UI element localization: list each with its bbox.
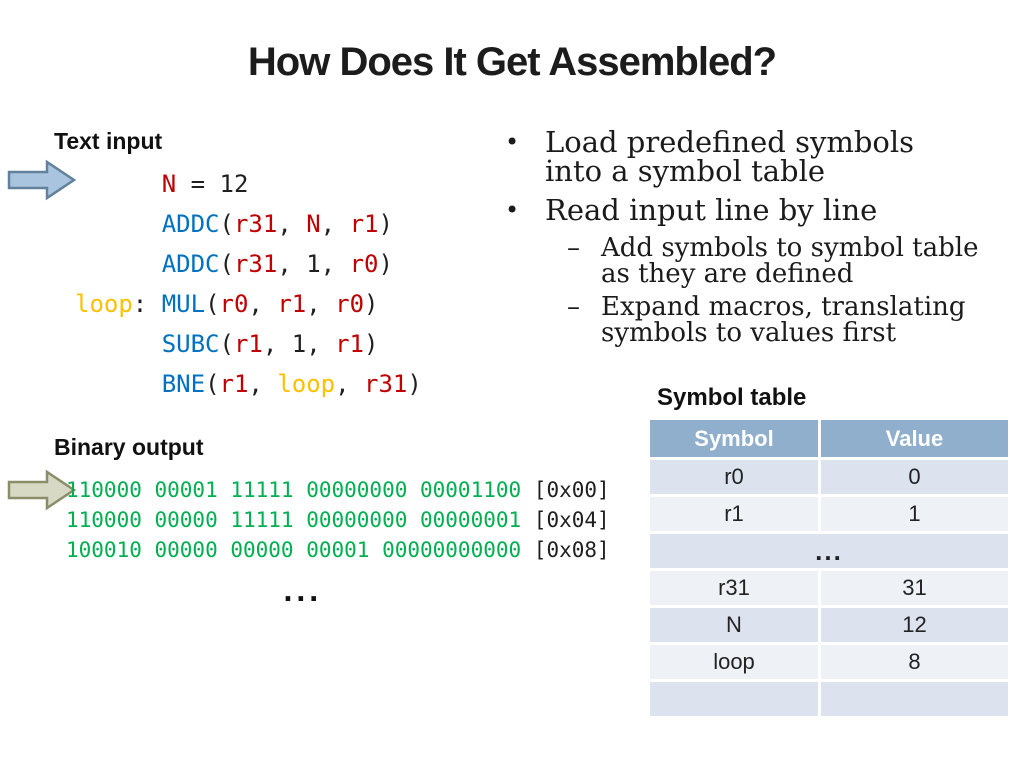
dash-marker: – [567,233,580,263]
table-row: loop 8 [650,645,1008,679]
bullet-text-line: Load predefined symbols [545,125,915,159]
text-input-label: Text input [54,128,163,154]
value-cell: 1 [821,497,1008,531]
bullet-list: • Load predefined symbols into a symbol … [505,128,1005,353]
value-cell: 0 [821,460,1008,494]
table-row-empty [650,682,1008,716]
symbol-cell: r31 [650,571,818,605]
sub-bullet-item: – Expand macros, translating symbols to … [567,294,1005,346]
binary-output-label: Binary output [54,434,204,460]
bullet-item: • Load predefined symbols into a symbol … [505,128,1005,186]
dash-marker: – [567,292,580,322]
right-arrow-icon [7,159,77,201]
column-header-symbol: Symbol [650,420,818,457]
binary-line: 110000 00001 11111 00000000 00001100 [0x… [66,478,610,502]
value-cell: 12 [821,608,1008,642]
bullet-text-line: into a symbol table [545,154,826,188]
bullet-text-line: Read input line by line [545,193,878,227]
bullet-marker: • [505,128,520,156]
table-row-ellipsis: ... [650,534,1008,568]
table-row: r1 1 [650,497,1008,531]
value-cell: 31 [821,571,1008,605]
table-row: N 12 [650,608,1008,642]
bullet-text-line: as they are defined [601,259,854,289]
bullet-text: Read input line by line [545,196,1005,225]
bullet-text-line: Expand macros, translating [601,292,966,322]
value-cell [821,682,1008,716]
binary-output-block: 110000 00001 11111 00000000 00001100 [0x… [66,475,610,565]
sub-bullet-text: Expand macros, translating symbols to va… [601,294,1005,346]
symbol-cell: r0 [650,460,818,494]
bullet-text: Load predefined symbols into a symbol ta… [545,128,1005,186]
code-line: ADDC(r31, 1, r0) [161,250,393,278]
symbol-table: Symbol Value r0 0 r1 1 ... r31 31 N 12 l… [650,420,1008,719]
symbol-cell: r1 [650,497,818,531]
symbol-cell [650,682,818,716]
value-cell: 8 [821,645,1008,679]
symbol-cell: loop [650,645,818,679]
sub-bullet-item: – Add symbols to symbol table as they ar… [567,235,1005,287]
code-line: BNE(r1, loop, r31) [161,370,422,398]
bullet-marker: • [505,196,520,224]
symbol-table-title: Symbol table [657,384,807,411]
symbol-cell: N [650,608,818,642]
table-header-row: Symbol Value [650,420,1008,457]
table-row: r31 31 [650,571,1008,605]
bullet-item: • Read input line by line [505,196,1005,225]
assembly-code-block: N = 12 ADDC(r31, N, r1) ADDC(r31, 1, r0)… [75,164,422,404]
code-line: SUBC(r1, 1, r1) [161,330,379,358]
code-line: N = 12 [161,170,249,198]
column-header-value: Value [821,420,1008,457]
code-line: ADDC(r31, N, r1) [161,210,393,238]
table-row: r0 0 [650,460,1008,494]
slide-title: How Does It Get Assembled? [247,40,777,84]
sub-bullet-text: Add symbols to symbol table as they are … [601,235,1005,287]
binary-line: 100010 00000 00000 00001 00000000000 [0x… [66,538,610,562]
right-arrow-icon [7,469,77,511]
binary-ellipsis: ... [283,578,322,608]
bullet-text-line: symbols to values first [601,318,897,348]
bullet-text-line: Add symbols to symbol table [601,233,979,263]
binary-line: 110000 00000 11111 00000000 00000001 [0x… [66,508,610,532]
ellipsis-cell: ... [650,534,1008,568]
code-line: loop: MUL(r0, r1, r0) [75,290,379,318]
